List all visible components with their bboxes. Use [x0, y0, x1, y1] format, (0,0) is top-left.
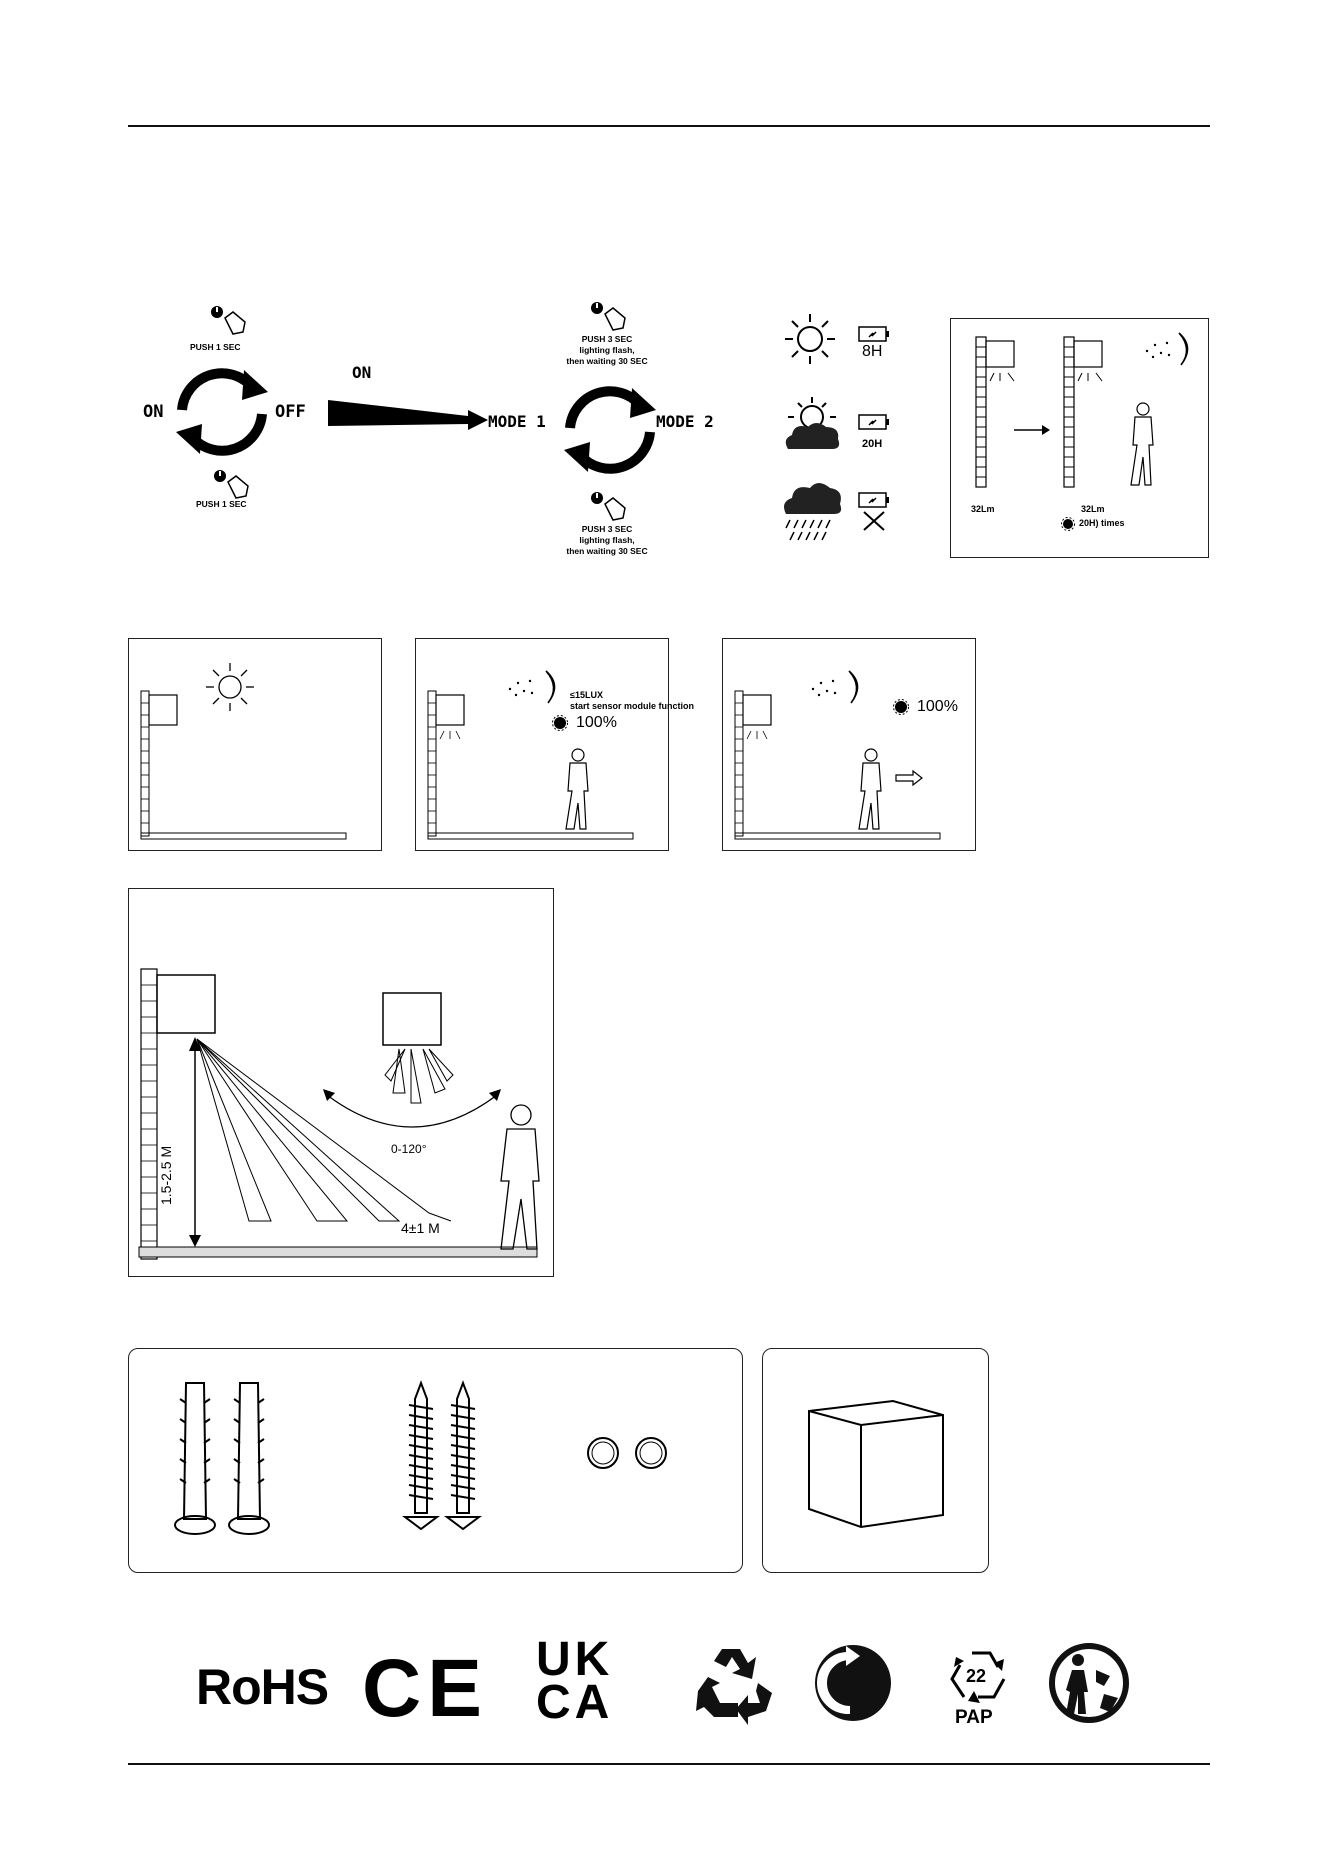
walking-person-icon [1123, 401, 1163, 489]
installation-drawing [129, 889, 555, 1278]
cloudy-sun-icon [780, 395, 844, 453]
push-3-top-line2: lighting flash, [552, 345, 662, 356]
push-1-top-label: PUSH 1 SEC [190, 343, 241, 352]
screw-icon [397, 1379, 497, 1539]
cloudy-charge-time: 20H [862, 439, 882, 450]
push-3-bottom-line1: PUSH 3 SEC [552, 524, 662, 535]
ce-logo: CE [362, 1648, 488, 1730]
cube-lamp-icon [803, 1381, 953, 1531]
wall-with-lamp [428, 691, 658, 841]
off-label: OFF [275, 404, 306, 421]
pap-number: 22 [966, 1667, 986, 1685]
push-1-bottom-label: PUSH 1 SEC [196, 500, 247, 509]
left-lumen: 32Lm [971, 505, 995, 514]
rain-cloud-icon [780, 478, 844, 544]
power-push-icon [585, 298, 635, 338]
on-label: ON [143, 404, 163, 421]
push-3-top-note: PUSH 3 SEC lighting flash, then waiting … [552, 334, 662, 367]
detection-distance: 4±1 M [401, 1221, 440, 1235]
right-lumen: 32Lm [1081, 505, 1105, 514]
push-3-top-line3: then waiting 30 SEC [552, 356, 662, 367]
arrow-right [1014, 425, 1050, 435]
on-arrow [328, 400, 488, 440]
wall-with-lamp-left [976, 337, 1036, 487]
on-off-cycle-arrows [172, 362, 272, 462]
brightness-icon [1061, 517, 1075, 531]
sunny-charge-time: 8H [862, 344, 882, 360]
scene-day [128, 638, 382, 851]
battery-charge-icon [858, 492, 890, 508]
installation-diagram: 1.5-2.5 M 0-120° 4±1 M [128, 888, 554, 1277]
accessories-panel [128, 1348, 743, 1573]
detection-angle: 0-120° [391, 1143, 427, 1155]
lamp-product-panel [762, 1348, 989, 1573]
push-3-bottom-note: PUSH 3 SEC lighting flash, then waiting … [552, 524, 662, 557]
power-push-icon [585, 488, 635, 528]
ukca-line1: UK [536, 1638, 613, 1681]
wall-with-lamp-right [1064, 337, 1124, 487]
bottom-rule [128, 1763, 1210, 1765]
mode-panel: 32Lm 32Lm 20H) times [950, 318, 1209, 558]
washer-icon [585, 1433, 675, 1473]
ukca-logo: UK CA [536, 1638, 613, 1724]
mode2-label: MODE 2 [656, 414, 714, 430]
wall-with-lamp [735, 691, 965, 841]
scene-night-leave: 100% [722, 638, 976, 851]
ukca-line2: CA [536, 1681, 613, 1724]
times-note: 20H) times [1079, 519, 1125, 528]
on-arrow-label: ON [352, 365, 371, 381]
push-3-top-line1: PUSH 3 SEC [552, 334, 662, 345]
pap-text: PAP [955, 1708, 993, 1727]
rohs-logo: RoHS [196, 1662, 328, 1712]
sun-icon [783, 312, 837, 366]
wall-plug-icon [164, 1379, 294, 1539]
battery-charge-icon [858, 414, 890, 430]
tidyman-recycle-icon [1048, 1642, 1130, 1724]
push-3-bottom-line3: then waiting 30 SEC [552, 546, 662, 557]
recycle-icon [692, 1643, 778, 1725]
power-push-icon [205, 302, 255, 342]
scene-night-detect: ≤15LUX start sensor module function 100% [415, 638, 669, 851]
mount-height: 1.5-2.5 M [159, 1146, 173, 1205]
mode1-label: MODE 1 [488, 414, 546, 430]
mode-cycle-arrows [560, 380, 660, 480]
green-dot-icon [812, 1642, 894, 1724]
moon-stars-icon [1139, 329, 1195, 369]
battery-charge-icon [858, 326, 890, 342]
no-charge-cross-icon [862, 510, 886, 532]
push-3-bottom-line2: lighting flash, [552, 535, 662, 546]
top-rule [128, 125, 1210, 127]
wall-with-lamp [141, 691, 371, 841]
